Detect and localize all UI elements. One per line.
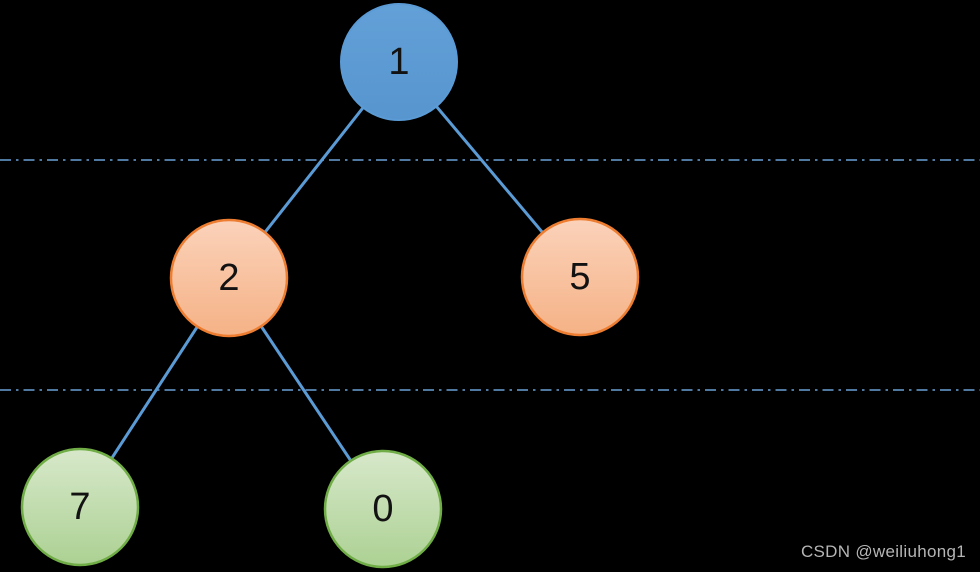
tree-node-7: 7 — [20, 447, 140, 567]
tree-node-0: 0 — [323, 449, 443, 569]
watermark: CSDN @weiliuhong1 — [800, 542, 966, 561]
node-label: 1 — [388, 41, 409, 83]
node-circle — [340, 3, 458, 121]
node-label: 7 — [69, 486, 90, 528]
node-label: 2 — [218, 257, 239, 299]
node-circle — [520, 217, 640, 337]
node-circle — [169, 218, 289, 338]
tree-node-2: 2 — [169, 218, 289, 338]
node-label: 0 — [372, 488, 393, 530]
node-circle — [323, 449, 443, 569]
tree-node-1: 1 — [340, 3, 458, 121]
node-circle — [20, 447, 140, 567]
node-label: 5 — [569, 256, 590, 298]
tree-node-5: 5 — [520, 217, 640, 337]
